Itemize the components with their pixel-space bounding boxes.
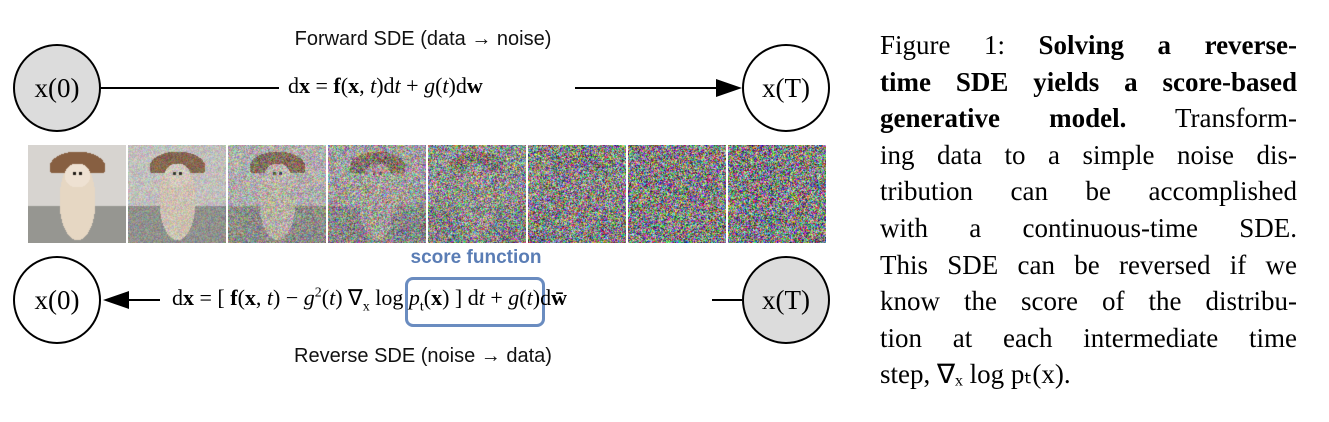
caption-line: step, ∇ₓ log pₜ(x). (880, 356, 1297, 393)
caption-line: generative model. Transform- (880, 100, 1297, 137)
equation-term: g (508, 285, 519, 310)
equation-term: x (183, 285, 194, 310)
caption-text: ing data to a simple noise dis- (880, 140, 1297, 170)
equation-term: , (359, 73, 370, 98)
reverse-line (712, 299, 742, 301)
equation-term: ) ] d (442, 285, 479, 310)
equation-term: )d (533, 285, 551, 310)
equation-term: f (230, 285, 237, 310)
equation-term: ) − (273, 285, 304, 310)
node-x0-forward: x(0) (13, 44, 101, 132)
equation-term: + (401, 73, 424, 98)
equation-term: x (348, 73, 359, 98)
caption-line: Figure 1: Solving a reverse- (880, 27, 1297, 64)
equation-term: ( (322, 285, 329, 310)
caption-text: generative model. (880, 103, 1126, 133)
noise-step-image (428, 145, 526, 243)
node-xT-reverse: x(T) (742, 256, 830, 344)
diffusion-image-strip (28, 145, 826, 243)
arrow-right-icon (716, 79, 742, 97)
node-xT-forward: x(T) (742, 44, 830, 132)
equation-term: p (409, 285, 420, 310)
equation-term: )d (449, 73, 467, 98)
equation-term: w (467, 73, 483, 98)
caption-text: Solving a reverse- (1039, 30, 1297, 60)
caption-text: This SDE can be reversed if we (880, 250, 1297, 280)
equation-term: )d (376, 73, 394, 98)
equation-term: log (370, 285, 409, 310)
forward-equation: dx = f(x, t)dt + g(t)dw (288, 73, 483, 99)
caption-line: This SDE can be reversed if we (880, 247, 1297, 284)
equation-term: ( (519, 285, 526, 310)
equation-term: ) ∇ (335, 285, 363, 310)
node-x0-reverse: x(0) (13, 256, 101, 344)
equation-term: + (485, 285, 508, 310)
forward-sde-title: Forward SDE (data → noise) (295, 28, 552, 51)
noise-step-image (328, 145, 426, 243)
equation-term: ( (341, 73, 348, 98)
caption-line: time SDE yields a score-based (880, 64, 1297, 101)
equation-term: 2 (315, 286, 322, 301)
figure-caption: Figure 1: Solving a reverse-time SDE yie… (880, 27, 1297, 393)
equation-term: = (310, 73, 333, 98)
equation-term: x (245, 285, 256, 310)
noise-step-image (728, 145, 826, 243)
reverse-arrow-line (125, 299, 160, 301)
equation-term: d (288, 73, 299, 98)
equation-term: ( (424, 285, 431, 310)
caption-line: ing data to a simple noise dis- (880, 137, 1297, 174)
caption-text: with a continuous-time SDE. (880, 213, 1297, 243)
noise-step-image (628, 145, 726, 243)
reverse-sde-title: Reverse SDE (noise → data) (294, 345, 552, 368)
noise-step-image (28, 145, 126, 243)
caption-text: tribution can be accomplished (880, 176, 1297, 206)
caption-text: tion at each intermediate time (880, 323, 1297, 353)
caption-line: know the score of the distribu- (880, 283, 1297, 320)
caption-text: step, ∇ₓ log pₜ(x). (880, 359, 1071, 389)
caption-text: time SDE yields a score-based (880, 67, 1297, 97)
caption-text: know the score of the distribu- (880, 286, 1297, 316)
caption-text: Figure 1: (880, 30, 1039, 60)
equation-term: ( (238, 285, 245, 310)
caption-line: with a continuous-time SDE. (880, 210, 1297, 247)
equation-term: d (172, 285, 183, 310)
noise-step-image (128, 145, 226, 243)
noise-step-image (228, 145, 326, 243)
forward-line (101, 87, 279, 89)
forward-arrow-line (575, 87, 725, 89)
caption-text: Transform- (1126, 103, 1297, 133)
equation-term: x (363, 299, 370, 314)
equation-term: g (304, 285, 315, 310)
equation-term: = [ (194, 285, 230, 310)
equation-term: w̄ (551, 285, 567, 310)
noise-step-image (528, 145, 626, 243)
equation-term: x (431, 285, 442, 310)
caption-line: tion at each intermediate time (880, 320, 1297, 357)
caption-line: tribution can be accomplished (880, 173, 1297, 210)
equation-term: x (299, 73, 310, 98)
equation-term: , (256, 285, 267, 310)
score-function-label: score function (411, 247, 542, 269)
equation-term: f (333, 73, 340, 98)
reverse-equation: dx = [ f(x, t) − g2(t) ∇x log pt(x) ] dt… (172, 285, 567, 315)
equation-term: g (424, 73, 435, 98)
